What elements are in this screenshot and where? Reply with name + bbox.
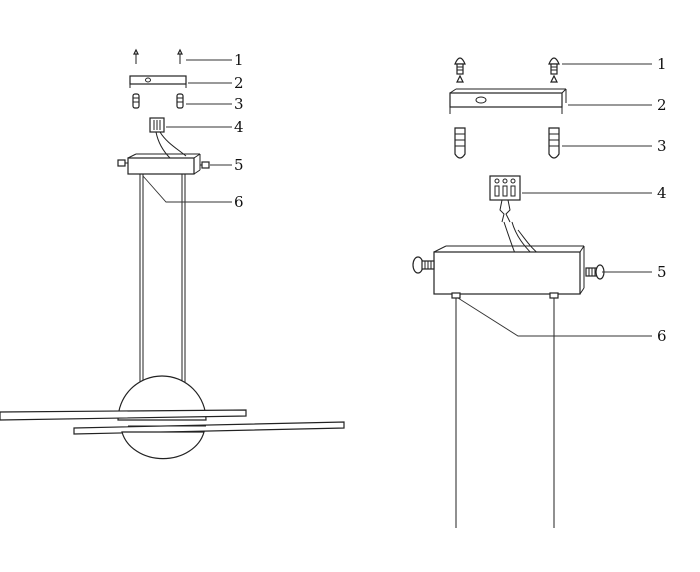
left-suspension xyxy=(139,174,186,398)
right-callouts: 1 2 3 4 5 6 xyxy=(457,55,667,345)
left-callout-1: 1 xyxy=(234,51,244,69)
left-wall-plugs xyxy=(132,93,184,109)
left-callout-2: 2 xyxy=(234,74,244,92)
right-callout-1: 1 xyxy=(657,55,667,73)
right-terminal-block xyxy=(489,175,521,223)
left-callout-5: 5 xyxy=(234,156,244,174)
left-view: 1 2 3 4 5 6 xyxy=(0,48,345,460)
left-callout-4: 4 xyxy=(234,118,244,136)
right-canopy xyxy=(433,245,585,299)
right-side-screws xyxy=(412,256,605,280)
right-callout-4: 4 xyxy=(657,184,667,202)
left-terminal-block xyxy=(149,117,187,159)
left-bracket xyxy=(129,75,187,88)
right-callout-3: 3 xyxy=(657,137,667,155)
left-canopy xyxy=(127,153,201,175)
right-suspension xyxy=(455,298,555,528)
right-screws xyxy=(454,57,560,83)
right-callout-6: 6 xyxy=(657,327,667,345)
right-callout-5: 5 xyxy=(657,263,667,281)
left-callouts: 1 2 3 4 5 6 xyxy=(142,51,244,211)
left-side-screws xyxy=(117,159,210,169)
left-callout-6: 6 xyxy=(234,193,244,211)
left-callout-3: 3 xyxy=(234,95,244,113)
right-bracket xyxy=(449,88,567,114)
left-lamp-body xyxy=(0,375,345,460)
right-wall-plugs xyxy=(454,127,560,159)
right-view: 1 2 3 4 5 6 xyxy=(412,55,667,528)
right-callout-2: 2 xyxy=(657,96,667,114)
left-screws xyxy=(133,48,183,64)
